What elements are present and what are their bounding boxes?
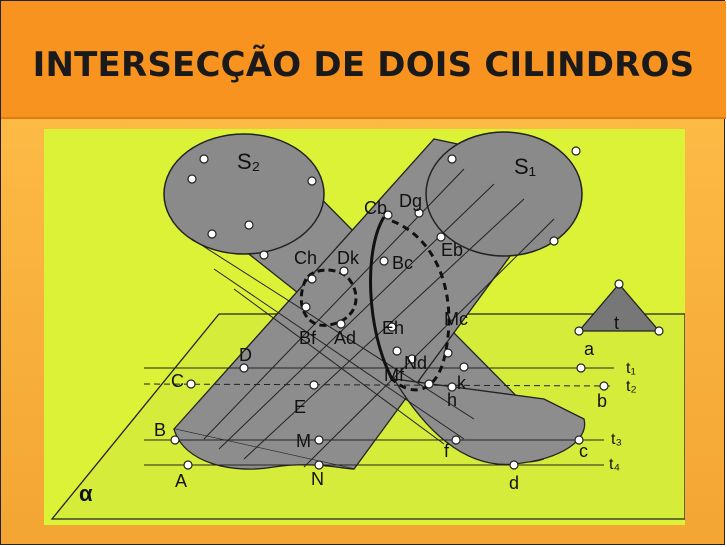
intersection-curves: [299, 216, 451, 392]
label-c: C: [171, 371, 184, 391]
label-t1: t₁: [626, 360, 636, 377]
cylinder-s1: [172, 131, 583, 470]
label-s1: S₁: [514, 154, 536, 179]
construction-lines: [143, 367, 615, 466]
label-cb: Cb: [364, 198, 387, 218]
label-bc: Bc: [392, 253, 413, 273]
label-mf: Mf: [384, 365, 405, 385]
points: [170, 146, 664, 470]
label-m: M: [296, 431, 311, 451]
label-bf: Bf: [299, 328, 317, 348]
title-bar: INTERSECÇÃO DE DOIS CILINDROS: [1, 1, 726, 119]
label-t4: t₄: [609, 456, 620, 473]
label-d: D: [239, 345, 252, 365]
label-mc: Mc: [444, 309, 468, 329]
label-t3: t₃: [611, 431, 622, 448]
label-s2: S₂: [237, 149, 260, 174]
cylinder-intersection-diagram: S₂ S₁ Cb Dg Eb Bc Ch Dk Bf Ad Eh Mc Nd M…: [44, 129, 685, 525]
label-dk: Dk: [337, 248, 360, 268]
label-b-lower: b: [597, 391, 607, 411]
label-eh: Eh: [382, 318, 404, 338]
label-n: N: [311, 469, 324, 489]
triangle-t: [577, 282, 661, 332]
label-nd: Nd: [404, 353, 427, 373]
label-alpha: α: [79, 481, 93, 506]
label-f: f: [444, 441, 450, 461]
label-h: h: [447, 390, 457, 410]
label-c-lower: c: [579, 441, 588, 461]
label-t: t: [614, 313, 619, 333]
label-t2: t₂: [626, 378, 637, 395]
label-eb: Eb: [441, 240, 463, 260]
label-d-lower: d: [509, 473, 519, 493]
label-b: B: [154, 420, 166, 440]
label-e: E: [294, 397, 306, 417]
label-ch: Ch: [294, 248, 317, 268]
point-labels: S₂ S₁ Cb Dg Eb Bc Ch Dk Bf Ad Eh Mc Nd M…: [79, 149, 637, 506]
label-dg: Dg: [399, 191, 422, 211]
slide-title: INTERSECÇÃO DE DOIS CILINDROS: [32, 45, 695, 85]
label-ad: Ad: [334, 328, 356, 348]
label-a: A: [175, 471, 187, 491]
label-k: k: [457, 373, 467, 393]
label-a-lower: a: [584, 339, 595, 359]
